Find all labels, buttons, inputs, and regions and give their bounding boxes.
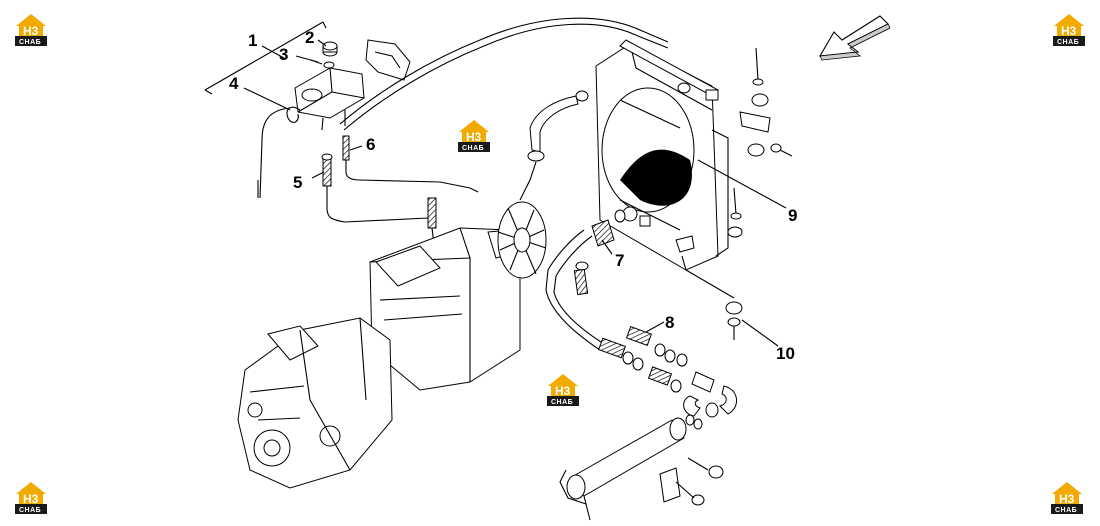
svg-text:H3: H3 xyxy=(1061,24,1077,38)
transmission xyxy=(237,317,393,489)
hose-6 xyxy=(342,135,479,193)
fan xyxy=(497,201,547,279)
tank-cap xyxy=(322,41,338,57)
svg-text:H3: H3 xyxy=(23,24,39,38)
radiator-lower-mount xyxy=(681,187,743,340)
hose-5 xyxy=(321,153,437,245)
hose-7 xyxy=(545,206,638,351)
hose-8 xyxy=(598,325,673,386)
svg-text:СНАБ: СНАБ xyxy=(19,39,41,46)
callout-6: 6 xyxy=(366,135,375,154)
hose-7-lower xyxy=(573,268,589,296)
vent-hose xyxy=(339,17,669,131)
watermark-logo-bottom-left: H3 СНАБ xyxy=(15,482,47,514)
watermark-logo-top-right: H3 СНАБ xyxy=(1053,14,1085,46)
svg-text:СНАБ: СНАБ xyxy=(462,145,484,152)
callout-4: 4 xyxy=(229,74,239,93)
callout-7: 7 xyxy=(615,251,624,270)
svg-text:H3: H3 xyxy=(1059,492,1075,506)
watermark-logo-bottom-center: H3 СНАБ xyxy=(547,374,579,406)
svg-text:H3: H3 xyxy=(23,492,39,506)
group-bracket xyxy=(204,21,327,95)
watermark-logo-top-left: H3 СНАБ xyxy=(15,14,47,46)
svg-text:СНАБ: СНАБ xyxy=(1057,39,1079,46)
callout-10: 10 xyxy=(776,344,795,363)
svg-text:СНАБ: СНАБ xyxy=(551,399,573,406)
expansion-tank xyxy=(294,67,365,131)
elbow-fittings xyxy=(683,371,737,418)
arrow-down-left-icon xyxy=(818,15,891,61)
overflow-pipe xyxy=(257,106,301,199)
hose-clamps xyxy=(622,343,703,430)
engine xyxy=(369,227,521,391)
charge-air-tube xyxy=(559,417,687,521)
callout-8: 8 xyxy=(665,313,674,332)
watermark-logo-bottom-right: H3 СНАБ xyxy=(1051,482,1083,514)
leader-lines xyxy=(243,39,787,347)
callout-9: 9 xyxy=(788,206,797,225)
upper-hose xyxy=(519,90,589,201)
callout-1: 1 xyxy=(248,31,257,50)
tank-bracket xyxy=(365,39,411,81)
svg-text:H3: H3 xyxy=(555,384,571,398)
svg-text:СНАБ: СНАБ xyxy=(19,507,41,514)
watermark-logo-center: H3 СНАБ xyxy=(458,120,490,152)
callout-2: 2 xyxy=(305,28,314,47)
radiator-upper-mount xyxy=(739,47,793,157)
callout-5: 5 xyxy=(293,173,302,192)
tube-mounts xyxy=(659,457,724,506)
svg-text:СНАБ: СНАБ xyxy=(1055,507,1077,514)
svg-text:H3: H3 xyxy=(466,130,482,144)
callout-3: 3 xyxy=(279,45,288,64)
radiator xyxy=(595,39,729,271)
